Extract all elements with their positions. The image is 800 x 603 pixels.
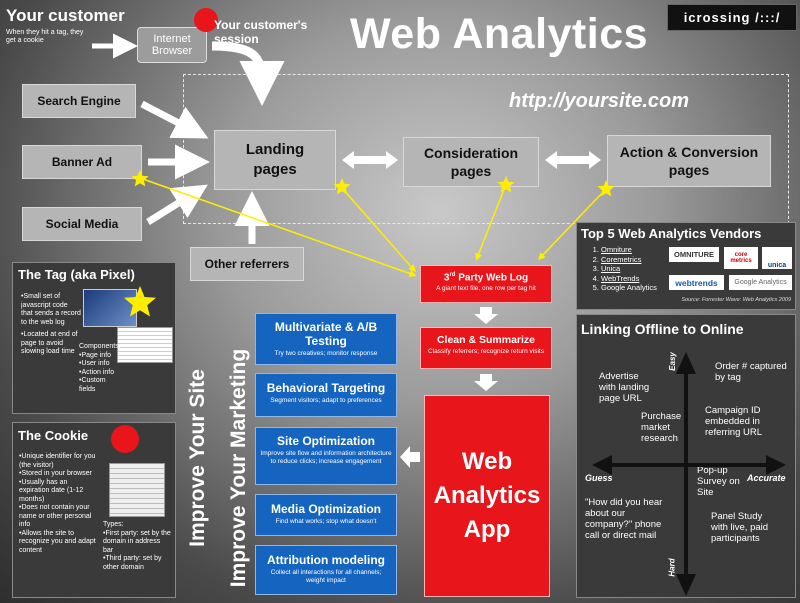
source-search-engine: Search Engine xyxy=(22,84,136,118)
use-behavioral-targeting: Behavioral Targeting Segment visitors; a… xyxy=(255,373,397,417)
star-action xyxy=(597,180,615,197)
method-campaign-id: Campaign ID embedded in referring URL xyxy=(705,405,763,438)
tag-components: Components: •Page info •User info •Actio… xyxy=(79,343,121,393)
tag-bullet: •Small set of javascript code that sends… xyxy=(21,293,81,326)
social-to-landing-arrow xyxy=(146,184,208,225)
page-title: Web Analytics xyxy=(350,10,649,58)
use-attribution-modeling: Attribution modeling Collect all interac… xyxy=(255,545,397,595)
vendor-item: WebTrends xyxy=(601,274,657,284)
clean-summarize-box: Clean & Summarize Classify referrers; re… xyxy=(420,327,552,369)
web-log-desc: A giant text file, one row per tag hit xyxy=(436,285,536,293)
method-advertise-url: Advertise with landing page URL xyxy=(599,371,650,404)
vendor-item: Omniture xyxy=(601,245,657,255)
method-popup-survey: Pop-up Survey on Site xyxy=(697,465,740,498)
web-analytics-app-box: Web Analytics App xyxy=(424,395,550,597)
axis-accurate: Accurate xyxy=(747,473,786,483)
icrossing-logo: icrossing /:::/ xyxy=(667,4,797,31)
session-arrow xyxy=(211,41,285,106)
tag-title: The Tag (aka Pixel) xyxy=(18,267,135,282)
google-analytics-logo: Google Analytics xyxy=(729,275,792,290)
cookie-screenshot xyxy=(109,463,165,517)
cookie-types: Types: •First party: set by the domain i… xyxy=(103,521,171,571)
search-to-landing-arrow xyxy=(140,100,209,139)
tag-code-screenshot xyxy=(117,327,173,363)
axis-guess: Guess xyxy=(585,473,613,483)
cookie-red-dot xyxy=(111,425,139,453)
tag-bullet: •Located at end of page to avoid slowing… xyxy=(21,331,78,355)
method-phone-mail: "How did you hear about our company?" ph… xyxy=(585,497,663,541)
vendor-item: Google Analytics xyxy=(601,283,657,293)
use-site-optimization: Site Optimization Improve site flow and … xyxy=(255,427,397,485)
vendor-item: Unica xyxy=(601,264,657,274)
cookie-panel: The Cookie •Unique identifier for you (t… xyxy=(12,422,176,598)
consideration-action-arrow xyxy=(545,151,601,169)
offline-title: Linking Offline to Online xyxy=(581,321,744,337)
cookie-title: The Cookie xyxy=(18,428,89,443)
cookie-bullets: •Unique identifier for you (the visitor)… xyxy=(19,453,96,554)
action-conversion-pages-box: Action & Conversion pages xyxy=(607,135,771,187)
vendors-list: Omniture Coremetrics Unica WebTrends Goo… xyxy=(585,245,657,293)
site-url: http://yoursite.com xyxy=(509,90,690,112)
landing-pages-box: Landing pages xyxy=(214,130,336,190)
clean-to-app-arrow xyxy=(474,374,498,391)
axis-arrow-left xyxy=(592,455,612,475)
tag-line-landing xyxy=(341,187,416,273)
method-panel-study: Panel Study with live, paid participants xyxy=(711,511,769,544)
vendor-item: Coremetrics xyxy=(601,255,657,265)
clean-title: Clean & Summarize xyxy=(436,334,536,346)
vendors-source: Source: Forrester Wave: Web Analytics 20… xyxy=(681,297,791,303)
method-order-number: Order # captured by tag xyxy=(715,361,787,383)
weblog-to-clean-arrow xyxy=(474,307,498,324)
consideration-pages-box: Consideration pages xyxy=(403,137,539,187)
axis-arrow-up xyxy=(676,352,696,374)
webtrends-logo: webtrends xyxy=(669,275,724,290)
tag-line-banner xyxy=(139,177,417,278)
web-log-title: 3rd Party Web Log xyxy=(443,272,529,284)
source-other-referrers: Other referrers xyxy=(190,247,304,281)
star-consideration xyxy=(497,176,515,193)
star-landing xyxy=(333,178,351,195)
session-red-dot xyxy=(194,8,218,32)
method-market-research: Purchase market research xyxy=(641,411,682,444)
omniture-logo: OMNITURE xyxy=(669,247,719,262)
app-to-uses-arrow xyxy=(400,446,420,468)
tag-bullets: •Small set of javascript code that sends… xyxy=(17,293,81,357)
session-label: Your customer's session xyxy=(214,18,308,46)
star-banner xyxy=(131,170,149,187)
tag-panel: The Tag (aka Pixel) •Small set of javasc… xyxy=(12,262,176,414)
tag-line-consideration xyxy=(475,186,506,261)
star-tag xyxy=(124,286,156,317)
use-media-optimization: Media Optimization Find what works; stop… xyxy=(255,494,397,536)
internet-browser-box: Internet Browser xyxy=(137,27,207,63)
coremetrics-logo: core metrics xyxy=(724,247,758,269)
vendors-panel: Top 5 Web Analytics Vendors Omniture Cor… xyxy=(576,222,796,310)
axis-arrow-right xyxy=(766,455,786,475)
source-social-media: Social Media xyxy=(22,207,142,241)
axis-arrow-down xyxy=(676,574,696,596)
source-banner-ad: Banner Ad xyxy=(22,145,142,179)
vendors-title: Top 5 Web Analytics Vendors xyxy=(581,226,762,241)
use-multivariate-testing: Multivariate & A/B Testing Try two creat… xyxy=(255,313,397,365)
tag-note: When they hit a tag, they get a cookie xyxy=(6,29,84,44)
clean-desc: Classify referrers; recognize return vis… xyxy=(428,348,544,355)
tag-line-action xyxy=(537,189,606,261)
landing-consideration-arrow xyxy=(342,151,398,169)
your-customer-label: Your customer xyxy=(6,6,125,25)
unica-logo: unica xyxy=(762,247,792,269)
web-log-box: 3rd Party Web Log A giant text file, one… xyxy=(420,265,552,303)
